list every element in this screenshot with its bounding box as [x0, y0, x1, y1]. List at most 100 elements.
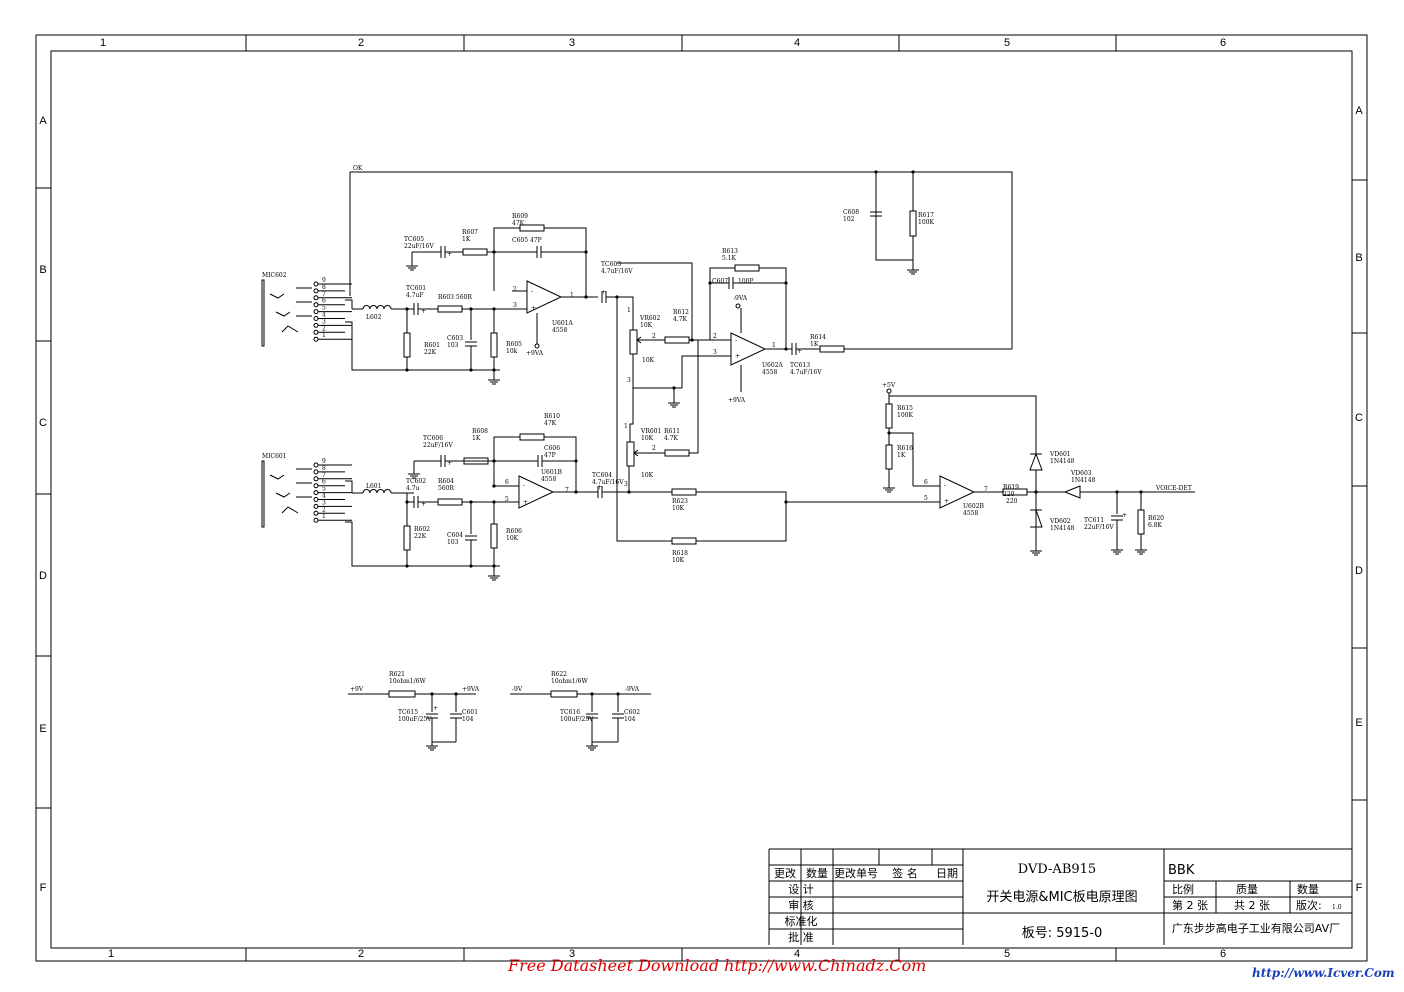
resistor	[819, 345, 845, 353]
opamp-minus: -	[735, 337, 737, 344]
junction-dot	[430, 692, 434, 696]
resistor	[885, 444, 893, 470]
capacitor	[413, 496, 419, 508]
ground-symbol	[586, 742, 598, 751]
plus-sign: +	[421, 501, 426, 508]
frame-col-label-bottom: 2	[358, 948, 364, 960]
pin-number: 2	[652, 445, 656, 452]
label-l601: L601	[366, 483, 381, 490]
label-r602: R602	[414, 526, 430, 533]
ground-symbol	[668, 399, 680, 408]
frame-col-label-bottom: 3	[569, 948, 575, 960]
junction-dot	[590, 692, 594, 696]
potentiometer	[626, 441, 635, 467]
resistor	[519, 433, 545, 441]
jack-contacts	[269, 474, 299, 514]
wire-ok-bus	[350, 171, 1013, 350]
label-tc611: TC611	[1084, 517, 1104, 524]
pin-number: 3	[624, 481, 628, 488]
label-tc616: TC616	[560, 709, 580, 716]
label-c608: C608	[843, 209, 859, 216]
label-r617: R617	[918, 212, 934, 219]
junction-dot	[1115, 490, 1119, 494]
label-r605: 10k	[506, 348, 518, 355]
tb-company: 广东步步高电子工业有限公司AV厂	[1172, 921, 1340, 935]
wire	[889, 432, 914, 486]
wire	[493, 227, 520, 252]
wire	[544, 436, 577, 492]
capacitor	[465, 535, 477, 541]
opamp-symbol	[518, 475, 555, 509]
junction-dot	[574, 459, 578, 463]
label-c608: 102	[843, 216, 855, 223]
pin-number: 3	[627, 377, 631, 384]
frame-col-label-top: 4	[794, 37, 800, 49]
diode-vd602	[1030, 470, 1043, 528]
plus-sign: +	[447, 251, 452, 258]
frame-row-label-right: C	[1355, 412, 1363, 424]
junction-dot	[492, 459, 496, 463]
tb-total: 共 2 张	[1234, 899, 1270, 912]
jack-pin	[313, 316, 319, 321]
net-m9v: -9V	[512, 686, 523, 693]
opamp-symbol	[939, 475, 976, 509]
label-tc613: 4.7uF/16V	[790, 369, 822, 376]
label-tc604: TC604	[592, 472, 612, 479]
ground-symbol	[907, 266, 919, 275]
label-r613: 5.1K	[722, 255, 737, 262]
label-r620: R620	[1148, 515, 1164, 522]
resistor	[403, 525, 411, 551]
label-u601b: 4558	[541, 476, 556, 483]
power-pin	[886, 388, 892, 394]
plus-sign: +	[421, 308, 426, 315]
label-mic601: MIC601	[262, 453, 287, 460]
frame-col-label-bottom: 5	[1004, 948, 1010, 960]
pin-number: 7	[565, 487, 569, 494]
potentiometer	[629, 329, 638, 355]
tb-scale: 比例	[1172, 882, 1194, 896]
label-vd602: 1N4148	[1050, 525, 1075, 532]
junction-dot	[405, 368, 409, 372]
label-r612: R612	[673, 309, 689, 316]
net-voice-det: VOICE-DET	[1155, 485, 1192, 492]
jack-pin-number: 5	[322, 486, 326, 493]
jack-pin	[313, 302, 319, 308]
label-c601: C601	[462, 709, 478, 716]
jack-pin-number: 4	[322, 493, 326, 500]
label-r620: 6.8K	[1148, 522, 1163, 529]
wire	[493, 436, 520, 461]
label-l602: L602	[366, 314, 382, 321]
capacitor	[728, 277, 734, 289]
footer-download-text[interactable]: Free Datasheet Download http://www.China…	[508, 956, 927, 975]
label-vd603: 1N4148	[1071, 477, 1096, 484]
tb-line	[769, 848, 1352, 930]
footer-url-text[interactable]: http://www.Icver.Com	[1252, 966, 1395, 980]
label-u602b: U602B	[963, 503, 985, 510]
ground-symbol	[408, 470, 420, 479]
ground-symbol	[488, 572, 500, 581]
label-u601a: U601A	[552, 320, 574, 327]
label-tc601: 4.7uF	[406, 292, 424, 299]
tb-version: 1.0	[1332, 904, 1342, 911]
net-m9va-u602a: -9VA	[733, 295, 748, 302]
wire	[616, 509, 672, 542]
label-r603: R603 560R	[438, 294, 472, 301]
pin-number: 1	[627, 307, 631, 314]
junction-dot	[469, 307, 473, 311]
resistor	[490, 332, 498, 358]
tb-row-cell: 设 计	[788, 883, 814, 896]
junction-dot	[911, 170, 915, 174]
opamp-symbol	[730, 332, 767, 366]
pot-arrow	[636, 336, 642, 344]
junction-dot	[1034, 490, 1038, 494]
label-vd602: VD602	[1049, 518, 1071, 525]
junction-dot	[405, 564, 409, 568]
label-r623: 10K	[672, 505, 685, 512]
label-r622: R622	[551, 671, 567, 678]
label-c604: C604	[447, 532, 463, 539]
plus-sign: +	[1122, 512, 1127, 519]
jack-pin	[313, 336, 319, 342]
frame-col-label-top: 2	[358, 37, 364, 49]
wire	[544, 227, 587, 297]
junction-dot	[616, 692, 620, 696]
